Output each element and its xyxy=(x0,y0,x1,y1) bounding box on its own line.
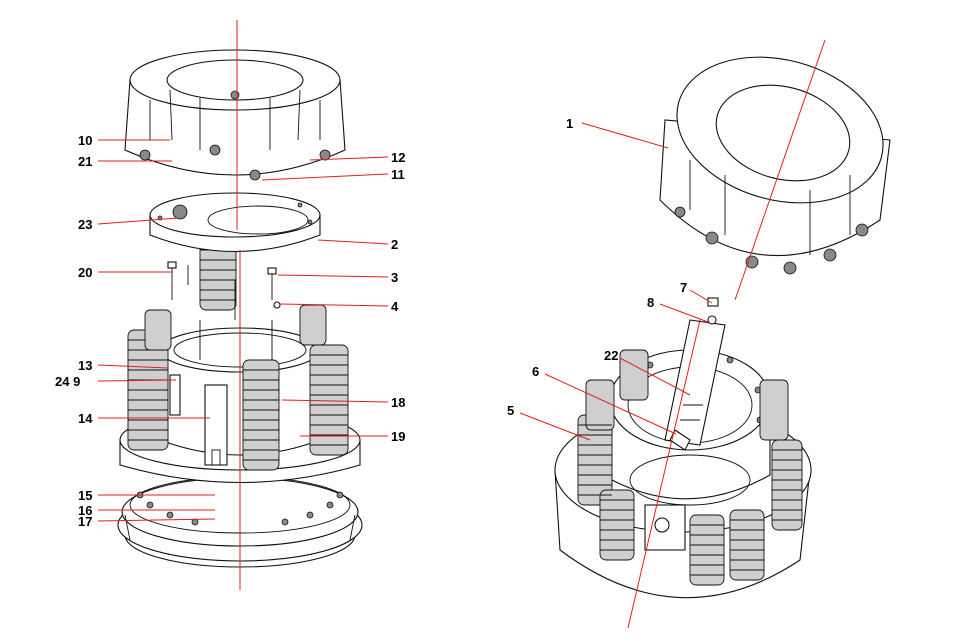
spring-b xyxy=(242,359,280,471)
callout-4: 4 xyxy=(391,299,399,314)
callout-16: 16 xyxy=(78,503,92,518)
callout-15: 15 xyxy=(78,488,92,503)
callout-7: 7 xyxy=(680,280,687,295)
top-ring-1 xyxy=(659,56,891,275)
bolts-left xyxy=(167,261,281,360)
callout-18: 18 xyxy=(391,395,405,410)
springs-right xyxy=(577,349,803,586)
callout-20: 20 xyxy=(78,265,92,280)
spring-small xyxy=(144,304,327,351)
leader-lines-left xyxy=(97,139,389,522)
callout-22: 22 xyxy=(604,348,618,363)
right-assembly: 1 7 8 22 6 5 xyxy=(507,39,891,629)
spring-c xyxy=(309,344,349,456)
callout-2: 2 xyxy=(391,237,398,252)
callout-19: 19 xyxy=(391,429,405,444)
callout-6: 6 xyxy=(532,364,539,379)
callout-13: 13 xyxy=(78,358,92,373)
callout-3: 3 xyxy=(391,270,398,285)
center-axis-right xyxy=(627,39,826,629)
callout-23: 23 xyxy=(78,217,92,232)
springs-left xyxy=(127,199,349,471)
callout-1: 1 xyxy=(566,116,573,131)
center-axis xyxy=(236,20,241,590)
callout-21: 21 xyxy=(78,154,92,169)
callout-5: 5 xyxy=(507,403,514,418)
plate-22 xyxy=(664,297,726,451)
callouts-left: 10 21 12 11 23 2 20 3 4 13 24 9 18 14 19… xyxy=(55,133,405,529)
left-assembly: 10 21 12 11 23 2 20 3 4 13 24 9 18 14 19… xyxy=(55,20,405,590)
callout-24-9: 24 9 xyxy=(55,374,80,389)
callouts-right: 1 7 8 22 6 5 xyxy=(507,116,687,418)
callout-17: 17 xyxy=(78,514,92,529)
callout-14: 14 xyxy=(78,411,93,426)
callout-12: 12 xyxy=(391,150,405,165)
callout-10: 10 xyxy=(78,133,92,148)
leader-lines-right xyxy=(519,122,713,441)
callout-11: 11 xyxy=(391,167,405,182)
plate-2 xyxy=(149,192,321,253)
top-cover-ring xyxy=(124,49,346,181)
callout-8: 8 xyxy=(647,295,654,310)
